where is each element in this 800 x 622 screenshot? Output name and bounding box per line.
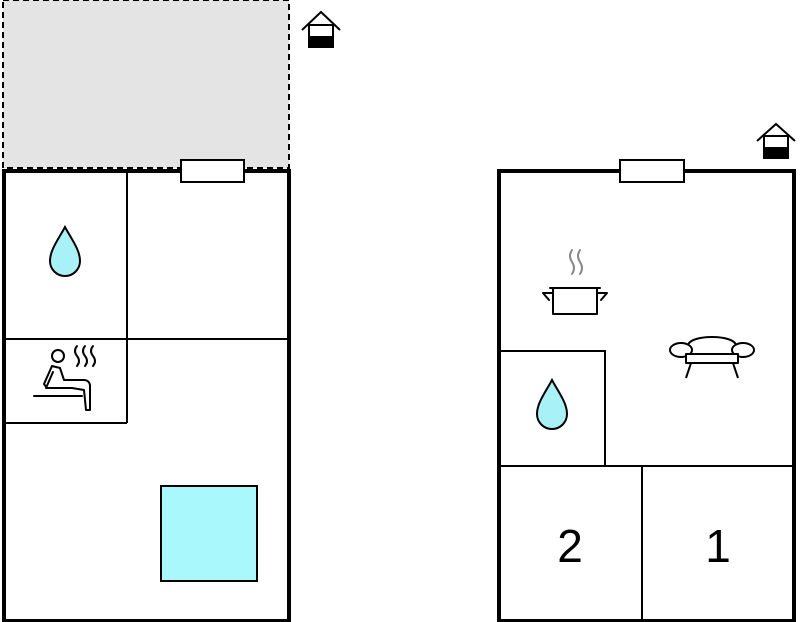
bedroom-1-number: 1 xyxy=(705,520,731,572)
water-drop-icon xyxy=(535,377,569,430)
cooking-pot-icon xyxy=(542,249,608,315)
entrance-icon xyxy=(301,10,341,48)
water-drop-icon xyxy=(48,224,82,277)
entrance-icon xyxy=(756,122,796,159)
sofa-icon xyxy=(669,336,755,379)
pool-icon xyxy=(160,485,258,582)
sauna-icon xyxy=(33,345,96,411)
terrace xyxy=(2,0,290,169)
bedroom-2-number: 2 xyxy=(557,520,583,572)
window xyxy=(619,159,685,183)
window xyxy=(180,159,245,183)
